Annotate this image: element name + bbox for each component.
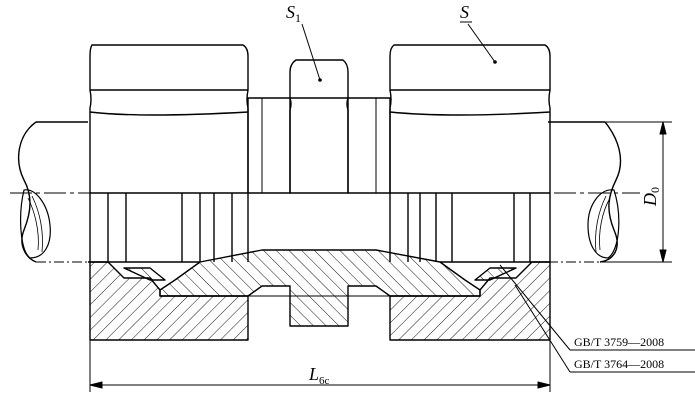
left-tube	[17, 121, 88, 263]
right-nut	[389, 44, 551, 262]
l-dimension	[89, 340, 551, 392]
s-leader	[467, 23, 496, 63]
s-label: S	[460, 2, 469, 22]
svg-text:D0: D0	[640, 187, 662, 207]
d0-dimension	[605, 121, 672, 263]
std1-leader	[499, 264, 571, 351]
std2-leader	[514, 284, 571, 373]
s1-leader	[301, 23, 321, 81]
std1-label: GB/T 3759—2008	[574, 335, 664, 349]
s1-label: S1	[286, 2, 301, 25]
right-tube	[548, 121, 622, 263]
d0-label: D0	[640, 187, 662, 207]
l-label: L6c	[308, 364, 330, 387]
std2-label: GB/T 3764—2008	[574, 357, 664, 371]
left-nut	[89, 44, 249, 262]
section-view	[88, 249, 551, 341]
